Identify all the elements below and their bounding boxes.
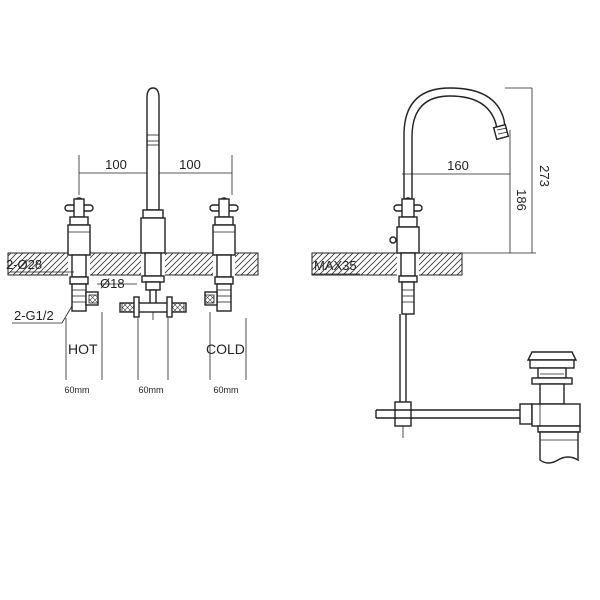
total-height-dimension: 273 bbox=[537, 165, 552, 187]
spout-diameter-label: Ø18 bbox=[100, 276, 125, 291]
center-spout bbox=[119, 87, 187, 320]
hot-label: HOT bbox=[68, 341, 98, 357]
dim-spacing-right: 100 bbox=[179, 157, 201, 172]
cold-label: COLD bbox=[206, 341, 245, 357]
cold-handle bbox=[204, 197, 239, 312]
hole-diameter-label: 2-Ø28 bbox=[6, 257, 42, 272]
reach-dimension: 160 bbox=[447, 158, 469, 173]
tail-length-center: 60mm bbox=[138, 385, 163, 395]
waste-assembly bbox=[519, 351, 581, 464]
gooseneck-spout bbox=[403, 87, 507, 210]
side-view: 160 273 186 MAX35 bbox=[311, 87, 581, 464]
side-handle bbox=[389, 197, 423, 315]
dim-spacing-left: 100 bbox=[105, 157, 127, 172]
spout-height-dimension: 186 bbox=[514, 189, 529, 211]
tail-length-left: 60mm bbox=[64, 385, 89, 395]
inlet-thread-label: 2-G1/2 bbox=[14, 308, 54, 323]
tail-length-right: 60mm bbox=[213, 385, 238, 395]
deck-thickness-label: MAX35 bbox=[314, 258, 357, 273]
front-view: 100 100 bbox=[6, 87, 259, 395]
hot-handle bbox=[64, 197, 99, 312]
countertop-right bbox=[311, 252, 463, 276]
